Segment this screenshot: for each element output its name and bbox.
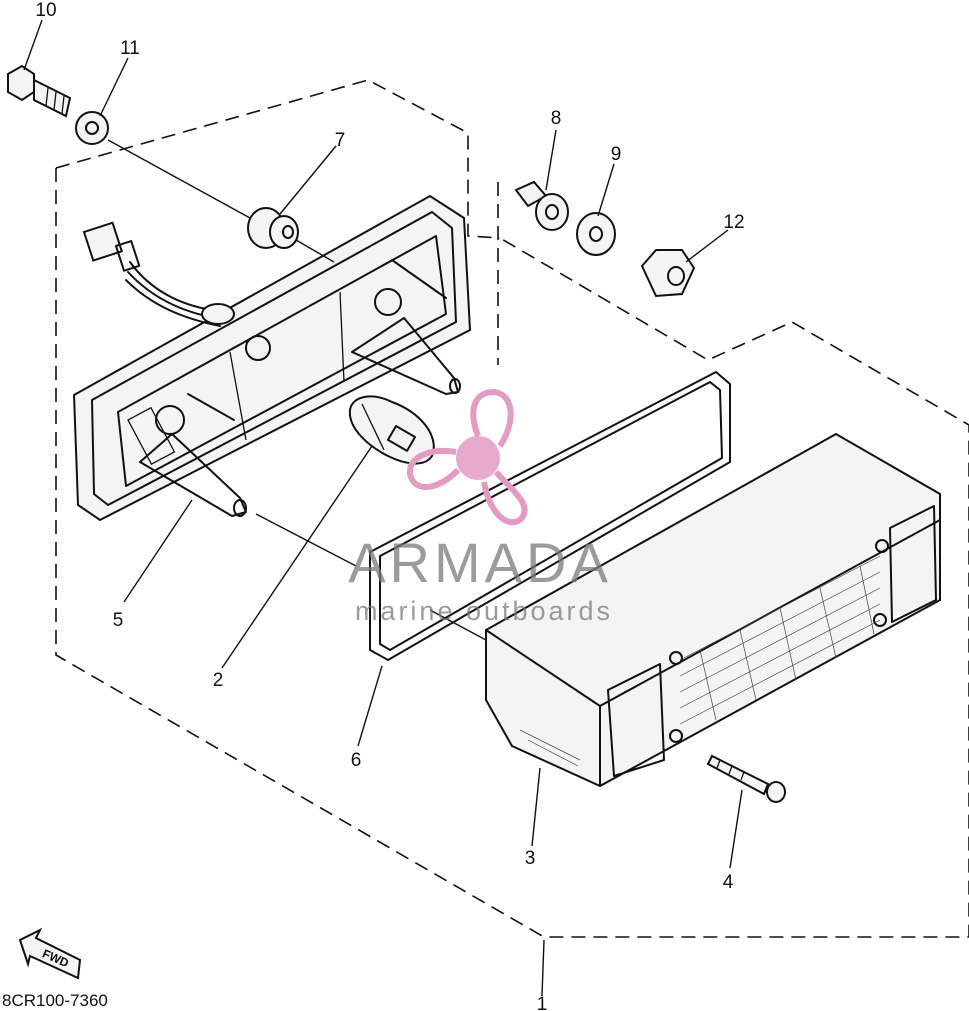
washer-right <box>576 212 616 256</box>
assembly-boundary <box>55 79 969 938</box>
lens-texture <box>519 555 881 767</box>
nut <box>640 249 696 298</box>
gasket <box>369 371 731 661</box>
watermark-tagline: marine outboards <box>355 596 613 626</box>
wiring-harness <box>82 221 235 327</box>
callout-9: 9 <box>611 144 622 165</box>
callout-10: 10 <box>35 0 56 21</box>
bolt <box>7 64 72 118</box>
callout-4: 4 <box>723 872 734 893</box>
callout-2: 2 <box>213 670 224 691</box>
lens <box>485 432 941 788</box>
callout-12: 12 <box>723 212 744 233</box>
lamp-housing <box>72 194 472 522</box>
assembly-axis-lines <box>107 139 487 641</box>
watermark-brand: ARMADA <box>348 531 612 594</box>
washer-left <box>75 111 109 145</box>
fwd-arrow-icon: FWD <box>18 927 82 980</box>
callout-7: 7 <box>335 130 346 151</box>
grommet <box>247 207 299 249</box>
drawing-code: 8CR100-7360 <box>2 991 108 1010</box>
callout-11: 11 <box>120 38 140 59</box>
callout-3: 3 <box>525 848 536 869</box>
collar <box>514 180 569 231</box>
callout-leaders <box>23 19 743 997</box>
lens-screw <box>706 754 786 803</box>
callout-1: 1 <box>537 994 548 1011</box>
bulb <box>348 395 435 465</box>
callout-6: 6 <box>351 750 362 771</box>
callout-8: 8 <box>551 108 562 129</box>
callout-5: 5 <box>113 610 124 631</box>
watermark-propeller-logo <box>406 388 528 526</box>
